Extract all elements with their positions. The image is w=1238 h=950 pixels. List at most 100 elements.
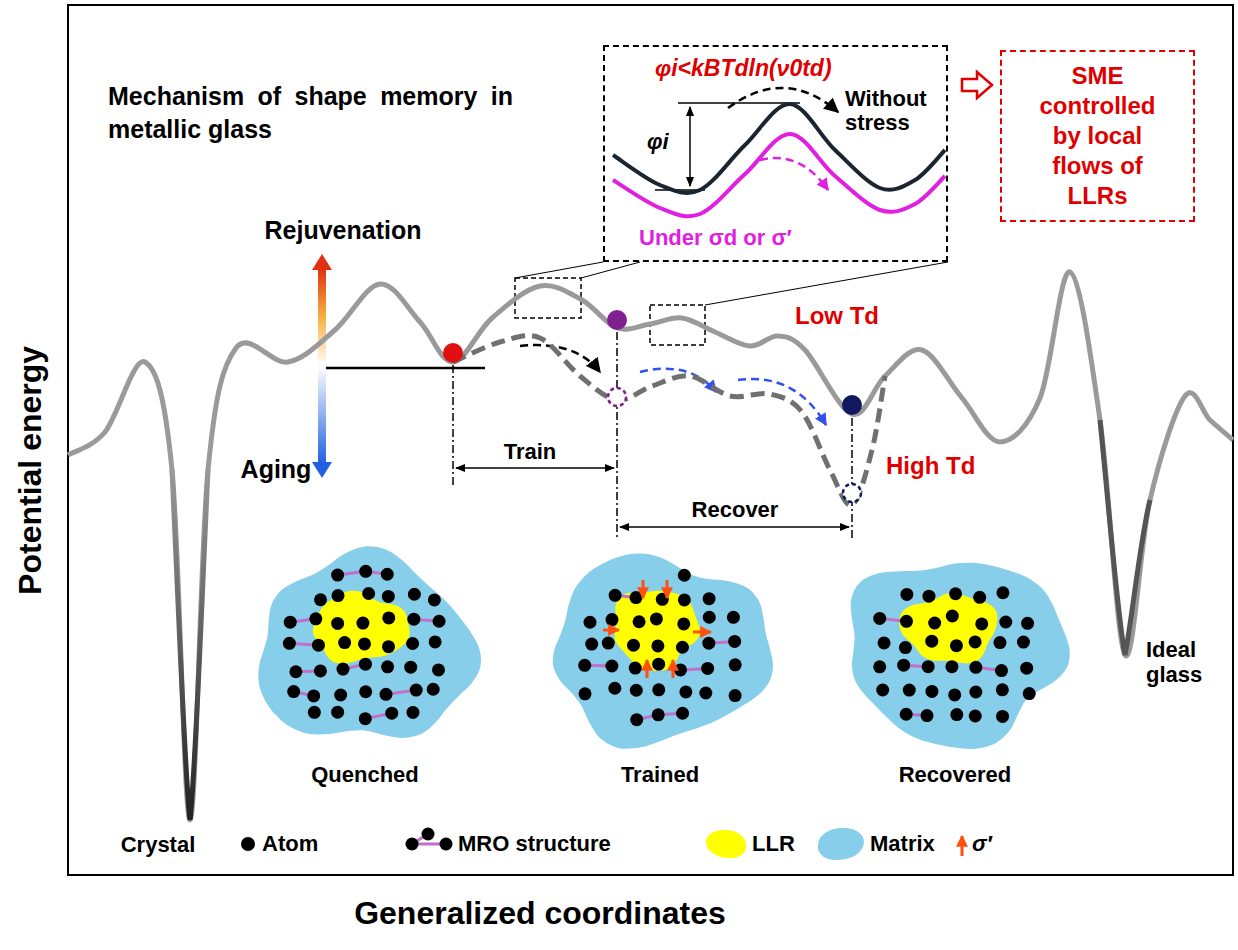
label: Rejuvenation — [265, 216, 422, 245]
guide-line — [452, 365, 454, 485]
atom — [429, 635, 442, 648]
hollow-arrow — [962, 72, 992, 98]
atom — [878, 636, 891, 649]
stress-arrow — [666, 580, 669, 598]
label: Recovered — [899, 762, 1012, 787]
atom — [876, 684, 889, 697]
atom — [900, 588, 913, 601]
atom — [356, 617, 369, 630]
atom — [602, 637, 615, 650]
legend-text: Matrix — [870, 831, 935, 856]
state-dot — [843, 484, 861, 502]
atom — [381, 660, 394, 673]
atom — [922, 590, 935, 603]
atom — [995, 664, 1008, 677]
note-text: SME controlled by local flows of LLRs — [1030, 61, 1165, 211]
atom — [432, 663, 445, 676]
atom — [289, 665, 302, 678]
atom — [703, 611, 716, 624]
atom — [307, 689, 320, 702]
recover-arrow — [620, 526, 849, 528]
atom — [677, 617, 690, 630]
mro-icon — [422, 828, 435, 841]
state-dot — [608, 388, 626, 406]
atom — [900, 615, 913, 628]
atom — [284, 616, 297, 629]
atom — [925, 685, 938, 698]
atom — [652, 683, 665, 696]
atom — [676, 707, 689, 720]
atom — [331, 617, 344, 630]
mro-icon — [440, 838, 453, 851]
atom — [1020, 662, 1033, 675]
level-line — [678, 102, 800, 104]
atom — [729, 689, 742, 702]
atom — [897, 659, 910, 672]
atom — [629, 591, 642, 604]
atom — [359, 712, 372, 725]
llr-blob — [313, 591, 410, 664]
atom — [973, 591, 986, 604]
atom — [385, 707, 398, 720]
atom — [945, 660, 958, 673]
atom — [729, 658, 742, 671]
atom — [900, 708, 913, 721]
state-dot — [842, 395, 862, 415]
atom — [331, 589, 344, 602]
label: Recover — [692, 497, 779, 522]
atom — [702, 637, 715, 650]
label: Without stress — [845, 87, 940, 135]
legend-text: LLR — [752, 831, 795, 856]
atom — [609, 589, 622, 602]
atom — [678, 593, 691, 606]
atom — [308, 706, 321, 719]
atom — [314, 593, 327, 606]
label: φi — [647, 129, 669, 154]
axis-title: Potential energy — [12, 346, 49, 595]
atom — [585, 638, 598, 651]
atom — [382, 611, 395, 624]
atom — [925, 635, 938, 648]
atom — [331, 569, 344, 582]
atom — [359, 685, 372, 698]
atom — [993, 636, 1006, 649]
atom — [999, 616, 1012, 629]
label: Under σd or σ′ — [639, 225, 792, 250]
atom — [701, 662, 714, 675]
atom — [969, 709, 982, 722]
label: Trained — [621, 762, 699, 787]
atom — [606, 613, 619, 626]
atom — [359, 658, 372, 671]
atom — [630, 713, 643, 726]
llr-blob — [615, 591, 700, 671]
note-box: SME controlled by local flows of LLRs — [1000, 50, 1195, 222]
atom — [950, 639, 963, 652]
atom — [950, 708, 963, 721]
label: Quenched — [311, 762, 419, 787]
state-dot — [443, 343, 463, 363]
stress-arrow — [603, 629, 619, 632]
matrix-blob — [258, 546, 481, 738]
atom — [996, 710, 1009, 723]
atom — [949, 587, 962, 600]
atom — [969, 661, 982, 674]
atom — [678, 569, 691, 582]
atom — [331, 706, 344, 719]
atom — [1017, 636, 1030, 649]
title: Mechanism of shape memory in metallic gl… — [108, 80, 513, 145]
atom — [359, 565, 372, 578]
guide-line — [616, 332, 618, 540]
atom — [338, 636, 351, 649]
label: Crystal — [121, 832, 196, 857]
label: High Td — [884, 452, 977, 480]
atom — [410, 684, 423, 697]
atom — [433, 615, 446, 628]
stress-icon — [961, 836, 964, 856]
atom — [630, 684, 643, 697]
hop-arrow — [728, 88, 838, 112]
zoom-line — [581, 262, 640, 278]
legend-text: MRO structure — [458, 831, 611, 856]
atom — [362, 587, 375, 600]
atom — [287, 685, 300, 698]
